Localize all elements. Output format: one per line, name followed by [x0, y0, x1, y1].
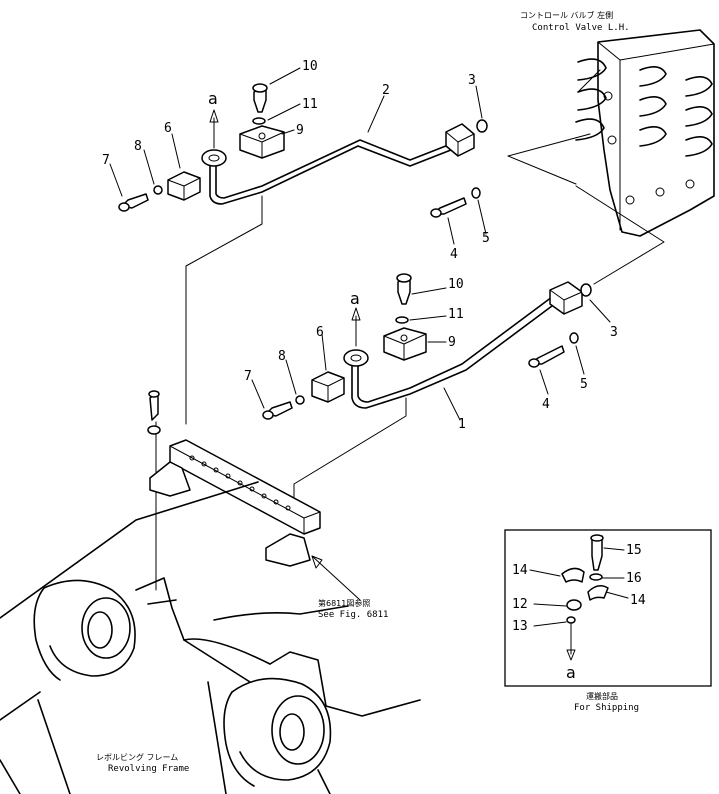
shipping-label-jp: 運搬部品 — [586, 691, 618, 701]
revolving-frame — [0, 481, 421, 794]
control-valve-label-jp: コントロール バルブ 左側 — [520, 10, 613, 20]
callout-14-right: 14 — [630, 593, 646, 608]
callout-10-mid: 10 — [448, 277, 464, 292]
revolving-frame-label-jp: レボルビング フレーム — [96, 752, 178, 762]
callout-9-top: 9 — [296, 123, 304, 138]
revolving-frame-label-en: Revolving Frame — [108, 764, 189, 774]
callout-4-mid: 4 — [542, 397, 550, 412]
callout-14-left: 14 — [512, 563, 528, 578]
callout-6-mid: 6 — [316, 325, 324, 340]
callout-5-top: 5 — [482, 231, 490, 246]
callout-7-top: 7 — [102, 153, 110, 168]
callout-3-mid: 3 — [610, 325, 618, 340]
callout-3-top: 3 — [468, 73, 476, 88]
callout-12: 12 — [512, 597, 528, 612]
callout-8-mid: 8 — [278, 349, 286, 364]
mounting-bracket — [147, 390, 361, 601]
callout-9-mid: 9 — [448, 335, 456, 350]
connection-lines — [155, 185, 665, 591]
leader-lines — [109, 67, 629, 627]
callout-10-top: 10 — [302, 59, 318, 74]
see-fig-label-en: See Fig. 6811 — [318, 610, 388, 620]
control-valve — [507, 29, 715, 237]
shipping-inset — [504, 529, 712, 687]
callout-15: 15 — [626, 543, 642, 558]
shipping-label-en: For Shipping — [574, 703, 639, 713]
callout-7-mid: 7 — [244, 369, 252, 384]
callout-numbers: a a a 10 11 9 2 3 6 8 7 4 5 10 11 9 6 8 … — [102, 59, 646, 682]
callout-8-top: 8 — [134, 139, 142, 154]
callout-13: 13 — [512, 619, 528, 634]
control-valve-label-en: Control Valve L.H. — [532, 23, 630, 33]
callout-16: 16 — [626, 571, 642, 586]
callout-2: 2 — [382, 83, 390, 98]
see-fig-label-jp: 第6811図参照 — [318, 598, 370, 608]
tube-assembly-upper — [118, 83, 488, 218]
callout-4-top: 4 — [450, 247, 458, 262]
callout-1: 1 — [458, 417, 466, 432]
callout-a-inset: a — [566, 663, 576, 682]
callout-a-mid: a — [350, 289, 360, 308]
callout-5-mid: 5 — [580, 377, 588, 392]
tube-assembly-lower — [262, 273, 592, 420]
callout-11-top: 11 — [302, 97, 318, 112]
callout-a-top: a — [208, 89, 218, 108]
callout-11-mid: 11 — [448, 307, 464, 322]
callout-6-top: 6 — [164, 121, 172, 136]
